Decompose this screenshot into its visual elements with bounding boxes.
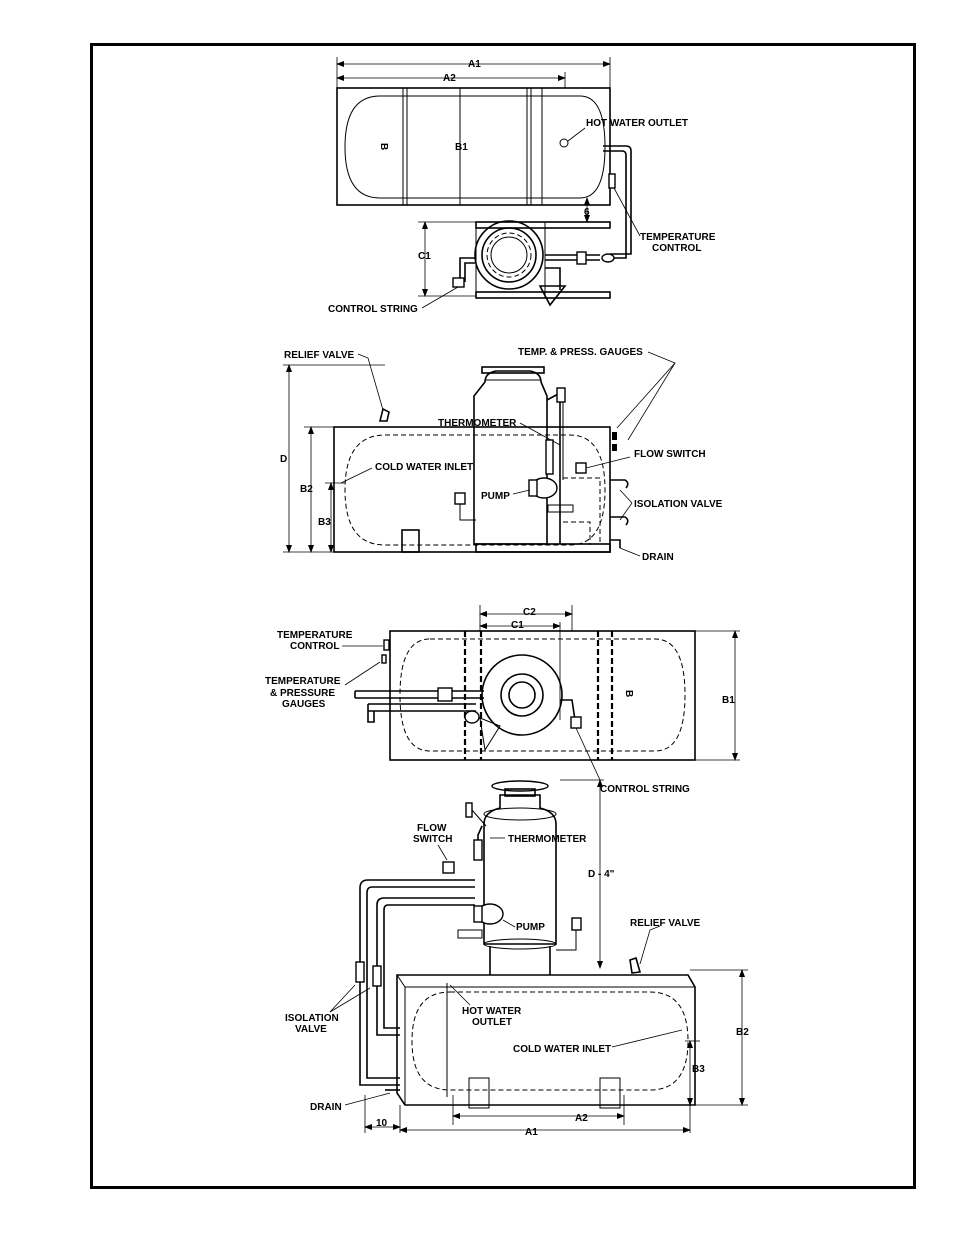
- drawing-border: [90, 43, 916, 1189]
- flow-switch-iso: [442, 861, 455, 874]
- hot-water-outlet-port: [559, 138, 569, 148]
- label-temperature-control-1: TEMPERATURE: [640, 232, 716, 243]
- temperature-control-sensor: [608, 173, 616, 189]
- dim-a2: A2: [443, 73, 456, 84]
- dim-b2-iso: B2: [736, 1027, 749, 1038]
- label-temp-press-gauges: TEMP. & PRESS. GAUGES: [518, 347, 643, 358]
- dim-10: 10: [376, 1118, 388, 1129]
- label-pump-iso: PUMP: [516, 922, 545, 933]
- label-drain: DRAIN: [642, 552, 674, 563]
- dim-b3-iso: B3: [692, 1064, 705, 1075]
- dim-b1-plan: B1: [722, 695, 735, 706]
- label-relief-valve: RELIEF VALVE: [284, 350, 355, 361]
- label-isolation-valve-iso-1: ISOLATION: [285, 1013, 339, 1024]
- dim-a1: A1: [468, 59, 481, 70]
- label-isolation-valve: ISOLATION VALVE: [634, 499, 723, 510]
- tank-iso-outline: [396, 974, 696, 1106]
- label-control-string-plan: CONTROL STRING: [600, 784, 690, 795]
- control-string-box-plan: [570, 716, 582, 729]
- label-temperature-control-2: CONTROL: [652, 243, 701, 254]
- right-pipe: [603, 145, 632, 255]
- label-pump: PUMP: [481, 491, 510, 502]
- tank-stamp-glyph: B: [378, 143, 389, 150]
- label-cold-water-inlet: COLD WATER INLET: [375, 462, 473, 473]
- label-isolation-valve-iso-2: VALVE: [295, 1024, 327, 1035]
- label-hot-water-outlet-iso-1: HOT WATER: [462, 1006, 522, 1017]
- label-thermometer: THERMOMETER: [438, 418, 517, 429]
- label-flow-switch-iso-2: SWITCH: [413, 834, 452, 845]
- dim-c2: C2: [523, 607, 536, 618]
- label-relief-valve-iso: RELIEF VALVE: [630, 918, 701, 929]
- label-tp-gauges-2: & PRESSURE: [270, 688, 335, 699]
- label-tp-gauges-1: TEMPERATURE: [265, 676, 341, 687]
- dim-d: D: [280, 454, 287, 465]
- control-string-box: [452, 277, 465, 288]
- view3-second-plan: C2 C1 B CONTROL STRING TEMPERATURE CONTR…: [265, 605, 740, 795]
- label-tp-gauges-3: GAUGES: [282, 699, 326, 710]
- dim-b2: B2: [300, 484, 313, 495]
- label-drain-iso: DRAIN: [310, 1102, 342, 1113]
- label-flow-switch-iso-1: FLOW: [417, 823, 447, 834]
- label-temperature-control-plan-1: TEMPERATURE: [277, 630, 353, 641]
- label-flow-switch: FLOW SWITCH: [634, 449, 706, 460]
- dim-c1: C1: [418, 251, 431, 262]
- label-cold-water-inlet-iso: COLD WATER INLET: [513, 1044, 611, 1055]
- label-hot-water-outlet-iso-2: OUTLET: [472, 1017, 512, 1028]
- dim-b1: B1: [455, 142, 468, 153]
- flow-switch-side: [575, 462, 587, 474]
- tank-plan-outline: [389, 630, 696, 761]
- label-control-string: CONTROL STRING: [328, 304, 418, 315]
- dim-6: 6: [584, 207, 590, 218]
- dim-b3: B3: [318, 517, 331, 528]
- pump-housing-top: [474, 220, 544, 290]
- tank-top-outline: [336, 87, 611, 206]
- label-hot-water-outlet: HOT WATER OUTLET: [586, 118, 688, 129]
- pump-column-side: [473, 370, 548, 545]
- relief-valve-iso: [629, 956, 642, 974]
- dim-d-4: D - 4": [588, 869, 615, 880]
- tank-vessel-outline: [344, 95, 606, 199]
- dim-c1: C1: [511, 620, 524, 631]
- label-temperature-control-plan-2: CONTROL: [290, 641, 339, 652]
- view4-isometric: D - 4" THERMOMETER FLOW SWITCH PUMP ISOL…: [285, 779, 749, 1138]
- label-thermometer-iso: THERMOMETER: [508, 834, 587, 845]
- pump-housing-plan: [481, 654, 563, 736]
- view1-top-plan: A1 A2 B B1 HOT WATER OUTLET TEMPERATURE …: [328, 57, 716, 315]
- tank-plan-stamp-glyph: B: [623, 690, 634, 697]
- relief-valve: [378, 407, 390, 422]
- tank-side-outline: [333, 426, 611, 553]
- dim-a2-iso: A2: [575, 1113, 588, 1124]
- dim-a1-iso: A1: [525, 1127, 538, 1138]
- view2-side-elevation: RELIEF VALVE TEMP. & PRESS. GAUGES D B2 …: [280, 347, 723, 563]
